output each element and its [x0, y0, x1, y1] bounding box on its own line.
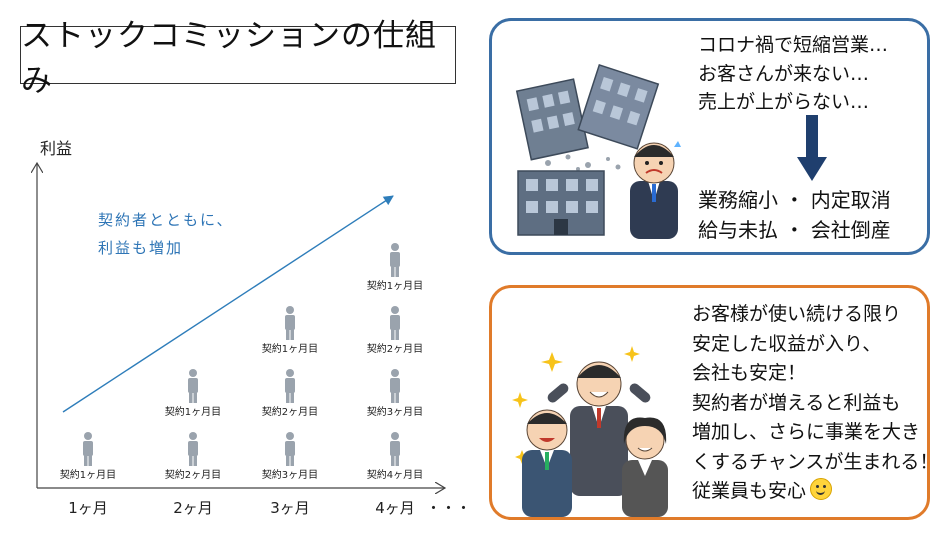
down-arrow-icon — [797, 115, 827, 181]
contract-label: 契約1ヶ月目 — [165, 405, 221, 418]
person-icon — [390, 306, 400, 340]
contract-label: 契約1ヶ月目 — [262, 342, 318, 355]
falling-building-top-icon — [577, 64, 660, 150]
bad-line-1: コロナ禍で短縮営業… — [698, 34, 889, 56]
panel-bad-scenario: コロナ禍で短縮営業… お客さんが来ない… 売上が上がらない… 業務縮小 ・ 内定… — [489, 18, 930, 255]
person-icon — [390, 243, 400, 277]
person-icon — [285, 369, 295, 403]
trend-line — [62, 195, 394, 413]
x-tick-label: 4ヶ月 — [375, 499, 415, 517]
contract-person: 契約3ヶ月目 — [367, 369, 423, 418]
contract-label: 契約2ヶ月目 — [367, 342, 423, 355]
bad-line-2: お客さんが来ない… — [698, 62, 870, 85]
contract-label: 契約4ヶ月目 — [367, 468, 423, 481]
contract-person: 契約3ヶ月目 — [262, 432, 318, 481]
good-line-2: 安定した収益が入り、 — [692, 332, 882, 355]
page-title-text: ストックコミッションの仕組み — [21, 18, 437, 99]
stock-commission-chart: 利益 契約者とともに、 利益も増加 契約1ヶ月目契約2ヶ月目契約1ヶ月目契約3ヶ… — [0, 139, 471, 517]
good-line-6: くするチャンスが生まれる！ — [692, 450, 939, 473]
collapsing-building-illustration — [515, 64, 681, 239]
contract-person: 契約2ヶ月目 — [367, 306, 423, 355]
sparkle-icon — [512, 346, 640, 464]
good-line-5: 増加し、さらに事業を大き — [692, 421, 921, 443]
contract-label: 契約2ヶ月目 — [262, 405, 318, 418]
good-line-7: 従業員も安心 — [692, 480, 807, 502]
distressed-businessman-icon — [630, 141, 681, 239]
building-base-icon — [517, 170, 605, 236]
businesswoman-right-icon — [622, 417, 668, 517]
contract-person: 契約1ヶ月目 — [262, 306, 318, 355]
contract-person: 契約1ヶ月目 — [367, 243, 423, 292]
x-tick-label: 2ヶ月 — [173, 499, 213, 517]
contract-label: 契約3ヶ月目 — [367, 405, 423, 418]
person-icon — [285, 306, 295, 340]
panel-good-scenario: お客様が使い続ける限り 安定した収益が入り、 会社も安定！ 契約者が増えると利益… — [489, 285, 938, 520]
trend-annotation-line-1: 契約者とともに、 — [98, 211, 234, 229]
contract-label: 契約1ヶ月目 — [60, 468, 116, 481]
good-line-1: お客様が使い続ける限り — [692, 303, 902, 325]
contract-person: 契約2ヶ月目 — [165, 432, 221, 481]
bad-line-3: 売上が上がらない… — [698, 91, 870, 113]
contract-person: 契約2ヶ月目 — [262, 369, 318, 418]
person-icon — [83, 432, 93, 466]
person-icon — [390, 432, 400, 466]
page-title: ストックコミッションの仕組み — [20, 18, 456, 99]
person-icon — [390, 369, 400, 403]
person-icon — [188, 432, 198, 466]
x-tick-label: 1ヶ月 — [68, 499, 108, 517]
smiling-face-icon — [810, 478, 833, 500]
contract-person: 契約4ヶ月目 — [367, 432, 423, 481]
businessman-center-icon — [547, 361, 651, 496]
contract-person: 契約1ヶ月目 — [60, 432, 116, 481]
bad-result-1: 業務縮小 ・ 内定取消 — [698, 188, 891, 212]
bad-result-2: 給与未払 ・ 会社倒産 — [698, 218, 891, 242]
contract-label: 契約1ヶ月目 — [367, 279, 423, 292]
rubble-icon — [545, 154, 621, 171]
trend-annotation-line-2: 利益も増加 — [98, 239, 183, 257]
businessman-left-icon — [522, 409, 572, 517]
x-tick-label: 3ヶ月 — [270, 499, 310, 517]
falling-building-block-icon — [515, 78, 589, 161]
good-line-3: 会社も安定！ — [692, 362, 807, 384]
y-axis-label: 利益 — [40, 139, 72, 158]
contract-columns: 契約1ヶ月目契約2ヶ月目契約1ヶ月目契約3ヶ月目契約2ヶ月目契約1ヶ月目契約4ヶ… — [60, 243, 423, 481]
x-axis-ellipsis: ・・・ — [426, 499, 471, 517]
contract-label: 契約2ヶ月目 — [165, 468, 221, 481]
x-axis-labels: 1ヶ月 2ヶ月 3ヶ月 4ヶ月 — [68, 499, 415, 517]
contract-person: 契約1ヶ月目 — [165, 369, 221, 418]
person-icon — [188, 369, 198, 403]
person-icon — [285, 432, 295, 466]
contract-label: 契約3ヶ月目 — [262, 468, 318, 481]
good-line-4: 契約者が増えると利益も — [692, 391, 901, 414]
celebrating-team-illustration — [512, 346, 668, 517]
